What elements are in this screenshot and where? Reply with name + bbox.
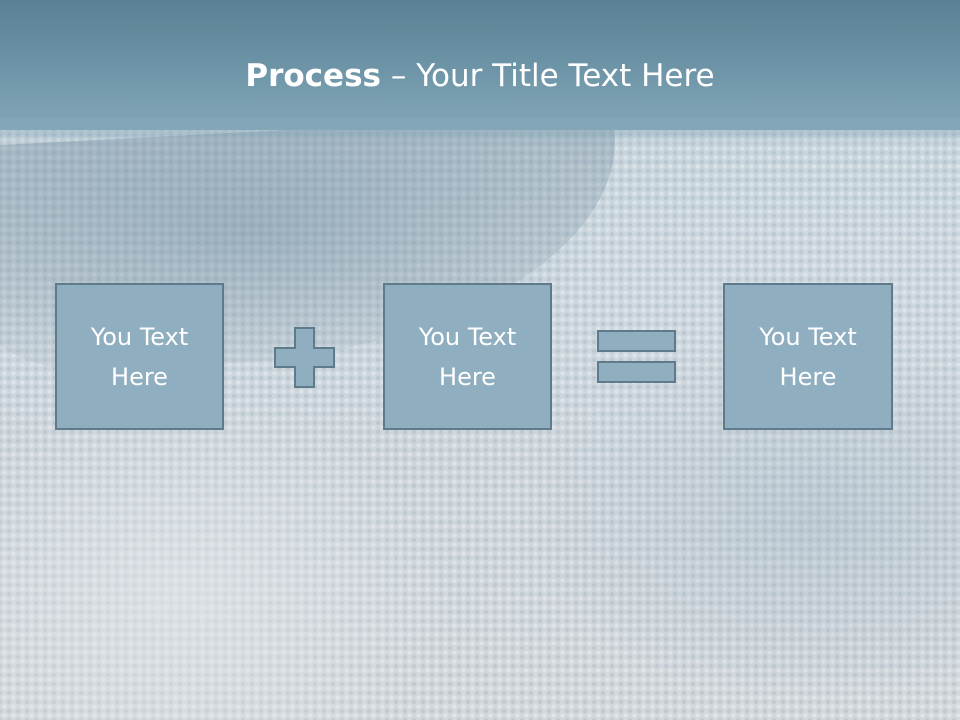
process-box-line2: Here bbox=[111, 362, 168, 391]
slide-title[interactable]: Process – Your Title Text Here bbox=[0, 56, 960, 96]
equals-icon[interactable] bbox=[597, 330, 676, 383]
process-box-text: You Text Here bbox=[738, 317, 878, 397]
process-box-line2: Here bbox=[779, 362, 837, 391]
plus-icon[interactable] bbox=[274, 327, 335, 388]
title-bar-fade bbox=[0, 118, 960, 144]
process-box-3[interactable]: You Text Here bbox=[723, 283, 893, 430]
title-rest-text: – Your Title Text Here bbox=[381, 58, 715, 94]
process-box-text: You Text Here bbox=[398, 317, 538, 397]
process-box-2[interactable]: You Text Here bbox=[383, 283, 552, 430]
title-bold-text: Process bbox=[245, 58, 381, 94]
process-box-line1: You Text bbox=[418, 322, 517, 351]
process-box-text: You Text Here bbox=[70, 317, 210, 397]
process-box-1[interactable]: You Text Here bbox=[55, 283, 224, 430]
process-box-line1: You Text bbox=[759, 322, 857, 351]
title-bar bbox=[0, 0, 960, 130]
process-box-line1: You Text bbox=[90, 322, 189, 351]
process-box-line2: Here bbox=[439, 362, 496, 391]
